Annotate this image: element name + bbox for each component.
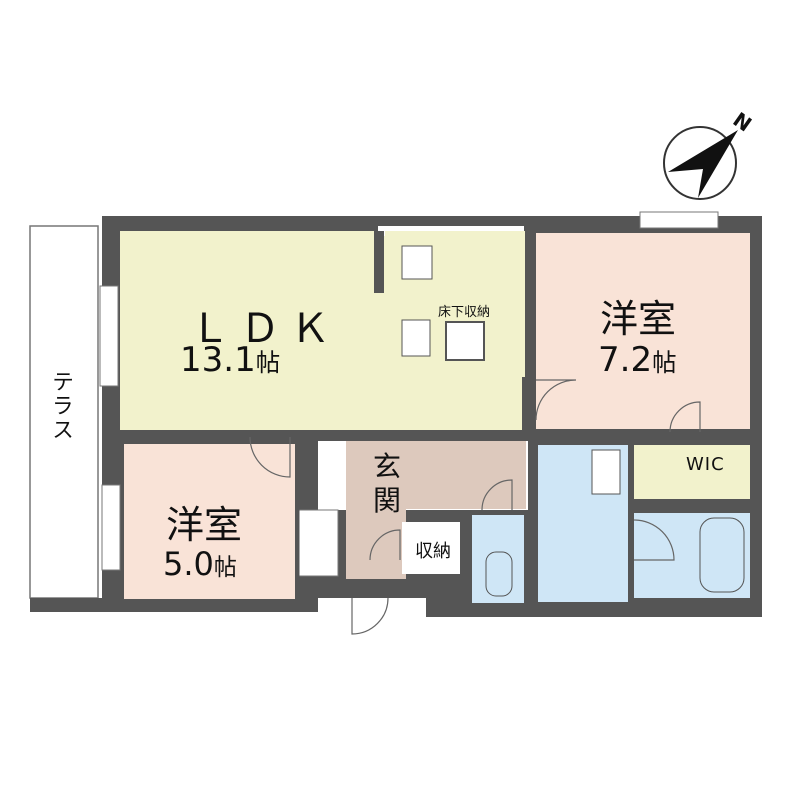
western-room-large-label: 洋室 (600, 297, 677, 341)
entrance-label: 玄関 (372, 450, 401, 517)
hall-floor (406, 441, 526, 509)
western-room-large-floor (536, 233, 750, 429)
ldk-size: 13.1帖 (180, 340, 280, 380)
bathtub (699, 517, 745, 593)
window-large-room-north (639, 211, 719, 229)
stove (401, 245, 433, 280)
underfloor-storage-hatch (445, 321, 485, 361)
ldk-size-unit: 帖 (255, 348, 281, 377)
kitchen-wall-stub (374, 231, 384, 293)
door-ldk-lower (249, 436, 291, 478)
terrace-label: テラス (48, 370, 73, 442)
north-arrow-icon (663, 126, 738, 200)
western-room-small-label: 洋室 (166, 503, 243, 547)
western-room-small-size: 5.0帖 (163, 545, 237, 583)
ldk-size-value: 13.1 (180, 340, 256, 380)
sink (401, 319, 431, 357)
door-storage (369, 529, 401, 561)
western-room-large-size-value: 7.2 (598, 340, 653, 380)
walk-in-closet-label: WIC (686, 454, 725, 475)
shoe-closet (297, 509, 339, 577)
door-large-room (669, 401, 701, 433)
western-room-large-size-unit: 帖 (652, 348, 677, 377)
wic-floor (634, 445, 750, 499)
terrace (29, 225, 99, 599)
window-ldk-west (99, 285, 119, 387)
western-room-small-size-value: 5.0 (163, 545, 214, 583)
entrance-floor (346, 441, 406, 579)
door-entrance (351, 597, 389, 635)
western-room-large-size: 7.2帖 (598, 340, 677, 380)
ldk-label: ＬＤＫ (190, 306, 340, 352)
wash-basin (591, 449, 621, 495)
closet-small-floor (318, 444, 346, 492)
toilet (485, 551, 513, 597)
window-small-room-west (101, 484, 121, 571)
western-room-small-size-unit: 帖 (213, 555, 237, 581)
door-bath (633, 519, 675, 561)
door-ldk (535, 379, 577, 421)
storage-label: 収納 (415, 541, 451, 562)
storage-floor (402, 522, 460, 574)
door-toilet (481, 479, 513, 511)
underfloor-storage-label: 床下収納 (438, 305, 491, 320)
